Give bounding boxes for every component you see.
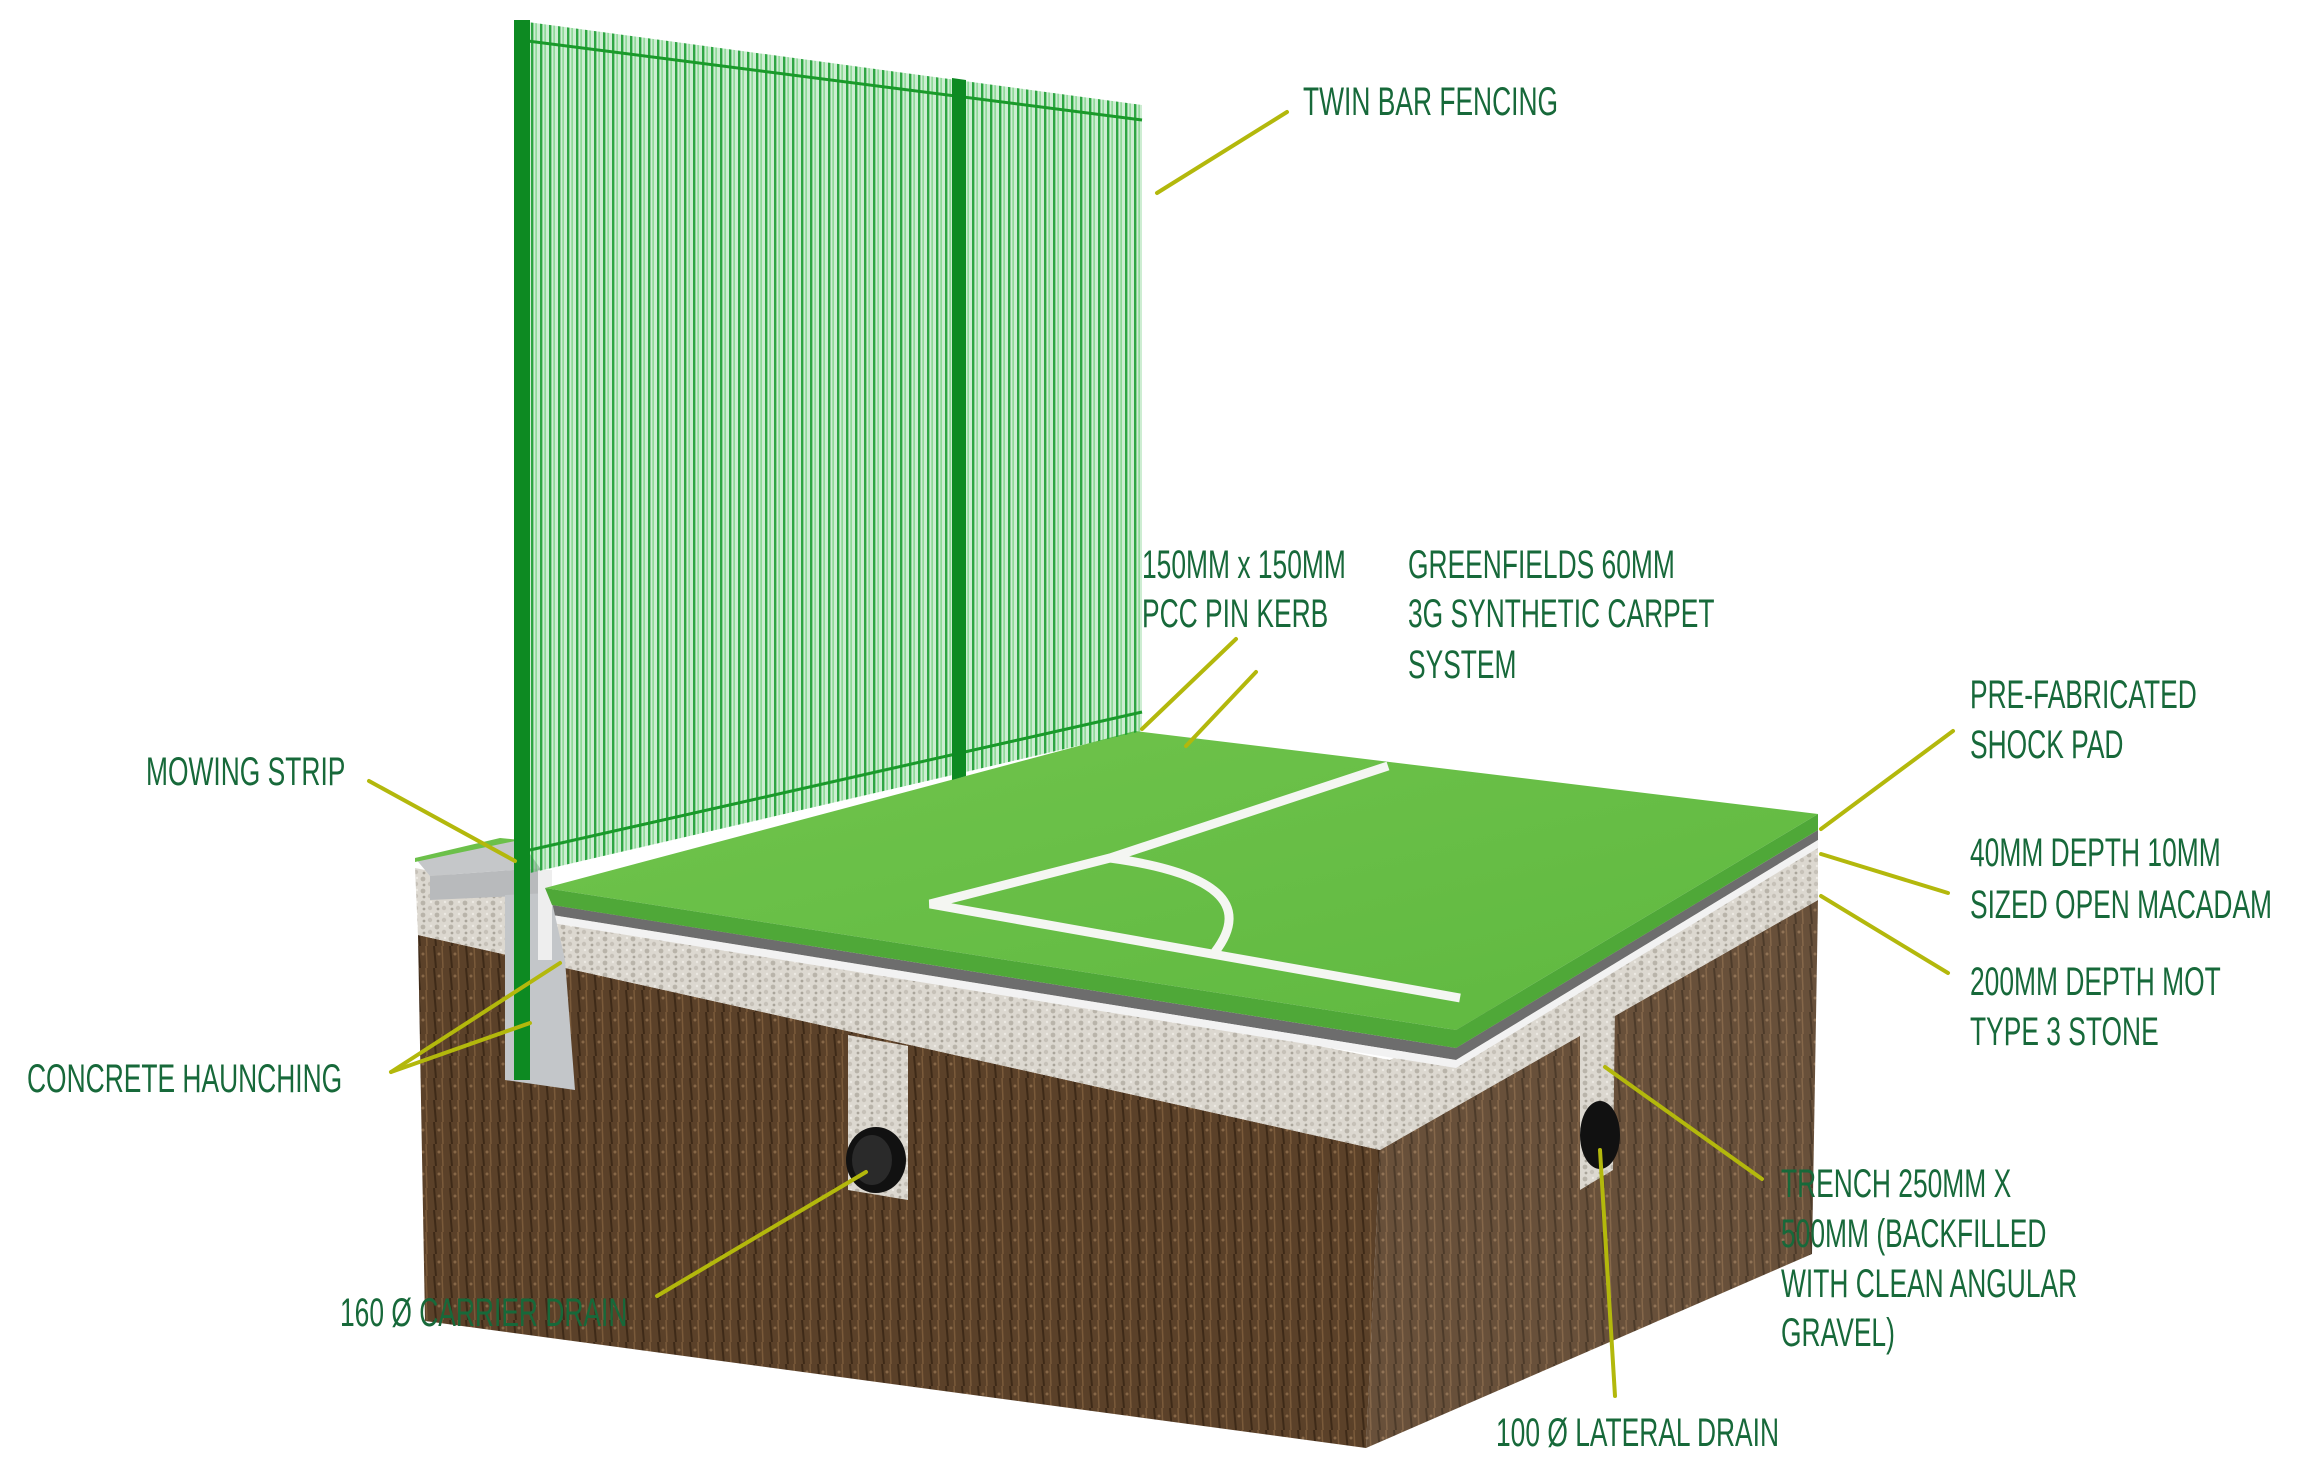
label-line: WITH CLEAN ANGULAR xyxy=(1781,1262,2077,1307)
label-line: PRE-FABRICATED xyxy=(1970,673,2197,718)
label-line: GREENFIELDS 60MM xyxy=(1408,543,1675,588)
twin-bar-fence xyxy=(514,20,1143,1080)
label-shock-pad: PRE-FABRICATED SHOCK PAD xyxy=(1970,673,2197,768)
fence-post-middle xyxy=(952,78,966,780)
leader-concrete-haunching-a xyxy=(389,961,562,1074)
label-line: SYSTEM xyxy=(1408,643,1517,688)
leader-pin-kerb xyxy=(1140,637,1238,731)
label-trench: TRENCH 250MM X 500MM (BACKFILLED WITH CL… xyxy=(1781,1162,2077,1356)
label-synthetic-carpet: GREENFIELDS 60MM 3G SYNTHETIC CARPET SYS… xyxy=(1408,543,1714,688)
mowing-strip-grass xyxy=(415,838,520,862)
mot-stone-side-face xyxy=(1380,838,1818,1150)
fence-rail xyxy=(519,38,1143,122)
label-concrete-haunching: CONCRETE HAUNCHING xyxy=(27,1057,342,1102)
leader-synthetic-carpet xyxy=(1184,670,1258,748)
label-mowing-strip: MOWING STRIP xyxy=(146,750,345,795)
label-mot-stone: 200MM DEPTH MOT TYPE 3 STONE xyxy=(1970,960,2221,1055)
leader-trench xyxy=(1603,1065,1764,1181)
leader-concrete-haunching-b xyxy=(389,1021,532,1074)
label-line: 150MM x 150MM xyxy=(1142,543,1346,588)
pin-kerb xyxy=(538,870,552,960)
label-line: GRAVEL) xyxy=(1781,1311,1895,1356)
lateral-drain-pipe xyxy=(1580,1101,1620,1169)
label-line: 100 Ø LATERAL DRAIN xyxy=(1496,1411,1779,1456)
labels: TWIN BAR FENCING 150MM x 150MM PCC PIN K… xyxy=(27,80,2272,1456)
leader-twin-bar-fencing xyxy=(1155,110,1289,195)
label-line: 40MM DEPTH 10MM xyxy=(1970,831,2221,876)
mowing-strip-front xyxy=(430,868,540,900)
leader-mowing-strip xyxy=(367,779,517,863)
label-open-macadam: 40MM DEPTH 10MM SIZED OPEN MACADAM xyxy=(1970,831,2272,928)
label-line: CONCRETE HAUNCHING xyxy=(27,1057,342,1102)
label-line: MOWING STRIP xyxy=(146,750,345,795)
pitch-cross-section xyxy=(415,731,1818,1448)
penalty-arc-marking xyxy=(1109,853,1234,955)
label-twin-bar-fencing: TWIN BAR FENCING xyxy=(1303,80,1558,125)
leader-shock-pad xyxy=(1819,729,1955,831)
label-line: PCC PIN KERB xyxy=(1142,592,1328,637)
leader-open-macadam xyxy=(1819,852,1950,895)
label-line: TWIN BAR FENCING xyxy=(1303,80,1558,125)
shock-pad-layer xyxy=(552,830,1818,1060)
macadam-layer xyxy=(552,840,1818,1068)
leader-lateral-drain xyxy=(1598,1148,1617,1398)
label-line: 500MM (BACKFILLED xyxy=(1781,1212,2046,1257)
fence-post-corner xyxy=(514,20,530,1080)
label-line: SIZED OPEN MACADAM xyxy=(1970,883,2272,928)
label-line: TYPE 3 STONE xyxy=(1970,1010,2159,1055)
leader-lines xyxy=(367,110,1955,1398)
label-carrier-drain: 160 Ø CARRIER DRAIN xyxy=(340,1291,627,1336)
leader-mot-stone xyxy=(1819,894,1950,975)
label-line: 160 Ø CARRIER DRAIN xyxy=(340,1291,627,1336)
label-line: 200MM DEPTH MOT xyxy=(1970,960,2221,1005)
synthetic-turf-edge xyxy=(545,814,1818,1048)
label-pin-kerb: 150MM x 150MM PCC PIN KERB xyxy=(1142,543,1346,637)
fence-rail xyxy=(529,710,1143,852)
label-line: TRENCH 250MM X xyxy=(1781,1162,2011,1207)
label-lateral-drain: 100 Ø LATERAL DRAIN xyxy=(1496,1411,1779,1456)
leader-carrier-drain xyxy=(655,1170,868,1298)
label-line: SHOCK PAD xyxy=(1970,723,2123,768)
fence-bars xyxy=(520,21,1142,873)
label-line: 3G SYNTHETIC CARPET xyxy=(1408,592,1714,637)
pitch-line-markings xyxy=(928,761,1461,1003)
mowing-strip-top xyxy=(415,840,540,876)
synthetic-turf-surface[interactable] xyxy=(545,731,1818,1030)
